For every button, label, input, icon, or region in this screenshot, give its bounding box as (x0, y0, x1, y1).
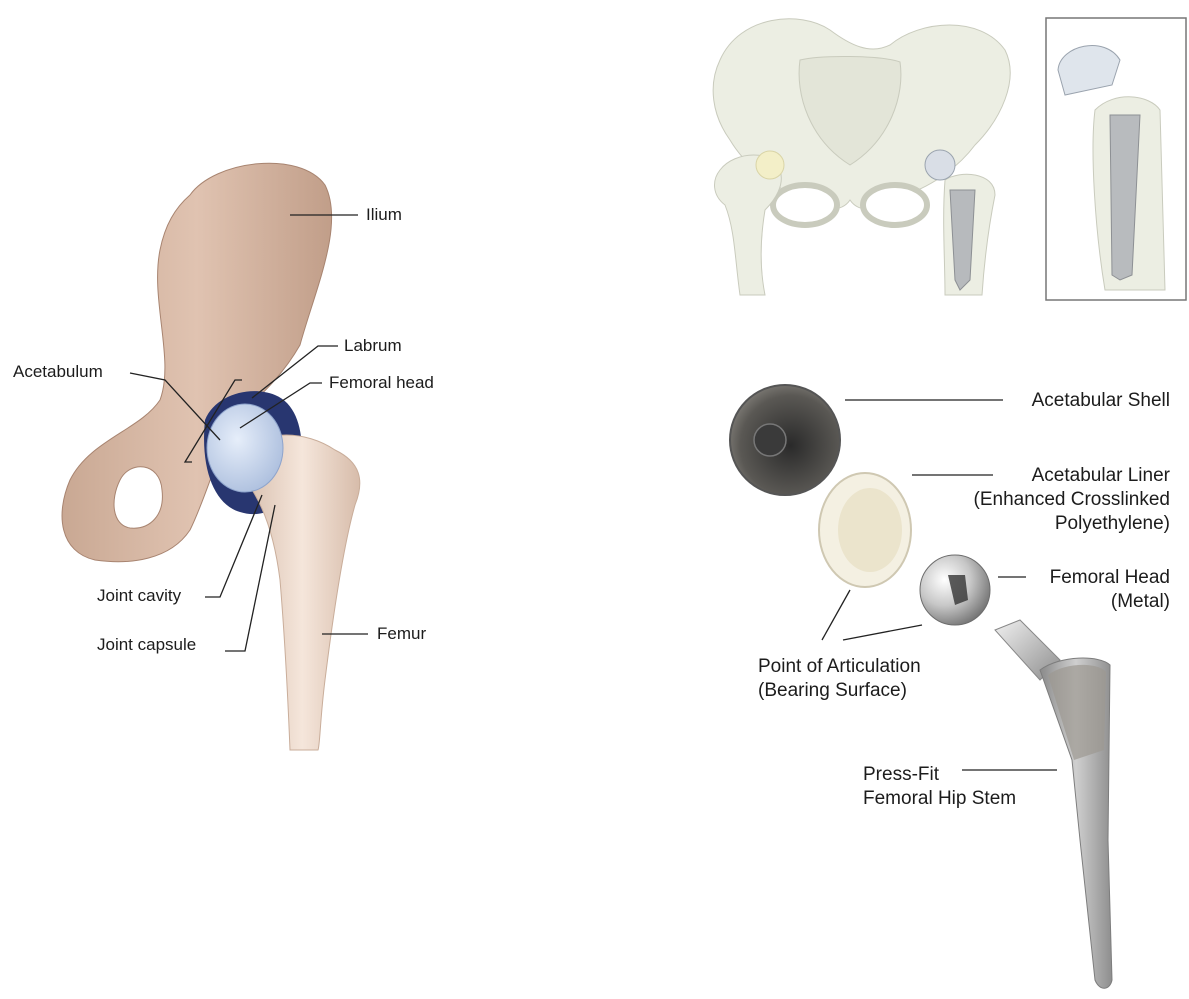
natural-femoral-head (756, 151, 784, 179)
label-femoral-head-metal: Femoral Head (Metal) (1050, 566, 1170, 614)
label-ilium: Ilium (366, 205, 402, 225)
leader-articulation-liner (822, 590, 850, 640)
leader-articulation-ball (843, 625, 922, 640)
pelvis-obturator-right (863, 185, 927, 225)
label-joint-cavity: Joint cavity (97, 586, 181, 606)
pelvis-implant-illustration (713, 18, 1186, 300)
label-point-of-articulation: Point of Articulation (Bearing Surface) (758, 655, 921, 703)
leader-joint-capsule (225, 505, 275, 651)
label-femur: Femur (377, 624, 426, 644)
label-labrum: Labrum (344, 336, 402, 356)
label-press-fit-stem: Press-Fit Femoral Hip Stem (863, 763, 1016, 811)
label-joint-capsule: Joint capsule (97, 635, 196, 655)
implant-cup (925, 150, 955, 180)
label-acetabular-shell: Acetabular Shell (1032, 389, 1170, 413)
pelvis-obturator-left (773, 185, 837, 225)
label-femoral-head: Femoral head (329, 373, 434, 393)
hip-anatomy-illustration (62, 163, 368, 750)
femoral-head (207, 404, 283, 492)
label-acetabulum: Acetabulum (13, 362, 103, 382)
label-acetabular-liner: Acetabular Liner (Enhanced Crosslinked P… (974, 464, 1170, 536)
